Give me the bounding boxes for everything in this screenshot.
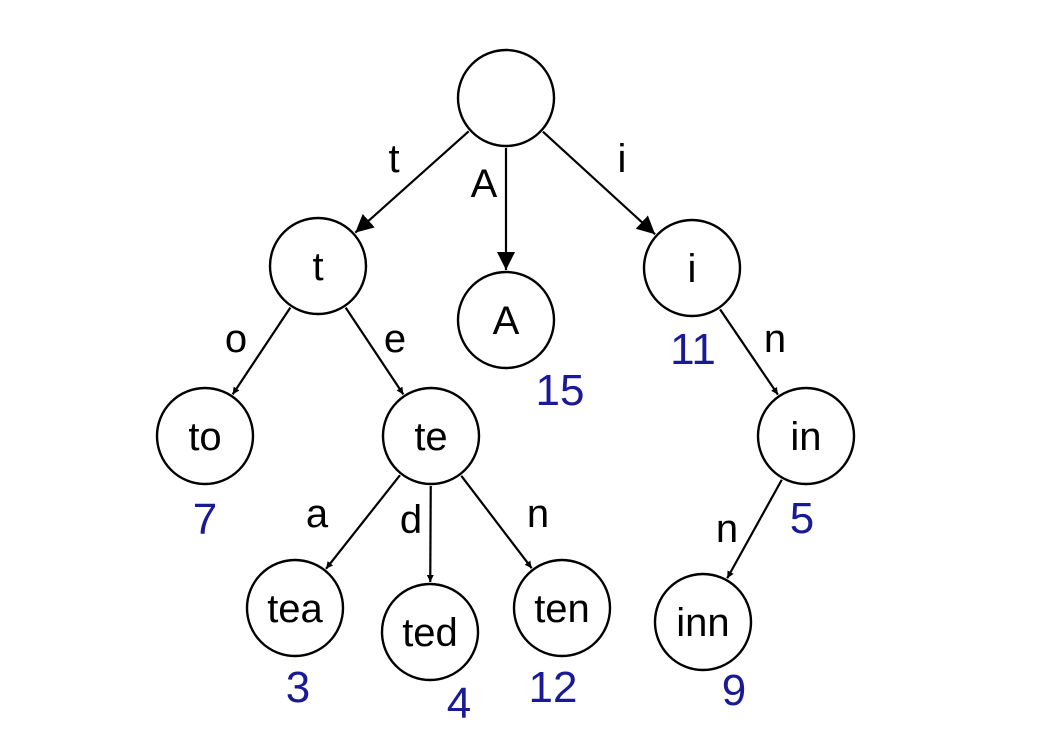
edge-te-tea bbox=[325, 474, 401, 570]
node-label: i bbox=[688, 247, 697, 291]
node-circle bbox=[380, 582, 480, 682]
node-label: A bbox=[493, 299, 520, 343]
trie-node-to: to bbox=[155, 386, 255, 486]
edge-label-i-in: n bbox=[764, 317, 786, 361]
node-label: t bbox=[312, 245, 323, 289]
edges-layer bbox=[231, 130, 783, 583]
node-circle bbox=[245, 558, 345, 658]
node-label: ted bbox=[402, 611, 458, 655]
edge-label-root-i: i bbox=[618, 137, 627, 181]
node-circle bbox=[653, 572, 753, 672]
node-value-tea: 3 bbox=[286, 663, 310, 712]
node-value-to: 7 bbox=[193, 495, 217, 544]
trie-node-inn: inn bbox=[653, 572, 753, 672]
trie-node-ten: ten bbox=[512, 558, 612, 658]
node-circle bbox=[756, 386, 856, 486]
trie-node-root bbox=[456, 48, 556, 148]
node-value-A: 15 bbox=[536, 366, 585, 415]
edge-label-t-to: o bbox=[225, 317, 247, 361]
node-value-inn: 9 bbox=[722, 666, 746, 715]
edge-label-te-ten: n bbox=[527, 492, 549, 536]
edge-label-te-tea: a bbox=[306, 492, 329, 536]
edge-root-t bbox=[354, 130, 470, 234]
node-label: to bbox=[188, 415, 221, 459]
node-circle bbox=[642, 218, 742, 318]
node-label: tea bbox=[267, 587, 323, 631]
values-layer: 15 11 7 5 3 4 12 9 bbox=[193, 325, 814, 728]
edge-in-inn bbox=[726, 479, 783, 579]
edge-label-root-A: A bbox=[471, 162, 498, 206]
node-label: ten bbox=[534, 587, 590, 631]
edge-i-in bbox=[719, 308, 779, 396]
trie-node-ted: ted bbox=[380, 582, 480, 682]
edge-label-te-ted: d bbox=[400, 498, 422, 542]
trie-node-in: in bbox=[756, 386, 856, 486]
trie-node-te: te bbox=[381, 386, 481, 486]
edge-label-in-inn: n bbox=[716, 507, 738, 551]
node-circle bbox=[155, 386, 255, 486]
edge-t-te bbox=[344, 307, 405, 395]
node-circle bbox=[456, 48, 556, 148]
node-label: te bbox=[414, 415, 447, 459]
trie-node-t: t bbox=[268, 216, 368, 316]
edge-te-ten bbox=[460, 475, 533, 569]
edge-label-root-t: t bbox=[388, 137, 399, 181]
node-value-ten: 12 bbox=[529, 663, 578, 712]
node-label: in bbox=[790, 415, 821, 459]
trie-node-tea: tea bbox=[245, 558, 345, 658]
node-circle bbox=[512, 558, 612, 658]
node-value-in: 5 bbox=[790, 494, 814, 543]
edge-t-to bbox=[231, 307, 292, 395]
trie-node-i: i bbox=[642, 218, 742, 318]
edge-label-t-te: e bbox=[384, 317, 406, 361]
node-label: inn bbox=[676, 601, 729, 645]
node-circle bbox=[456, 270, 556, 370]
node-value-i: 11 bbox=[670, 325, 716, 374]
node-value-ted: 4 bbox=[447, 679, 471, 728]
edge-root-i bbox=[542, 130, 656, 236]
node-circle bbox=[268, 216, 368, 316]
trie-node-A: A bbox=[456, 270, 556, 370]
node-circle bbox=[381, 386, 481, 486]
